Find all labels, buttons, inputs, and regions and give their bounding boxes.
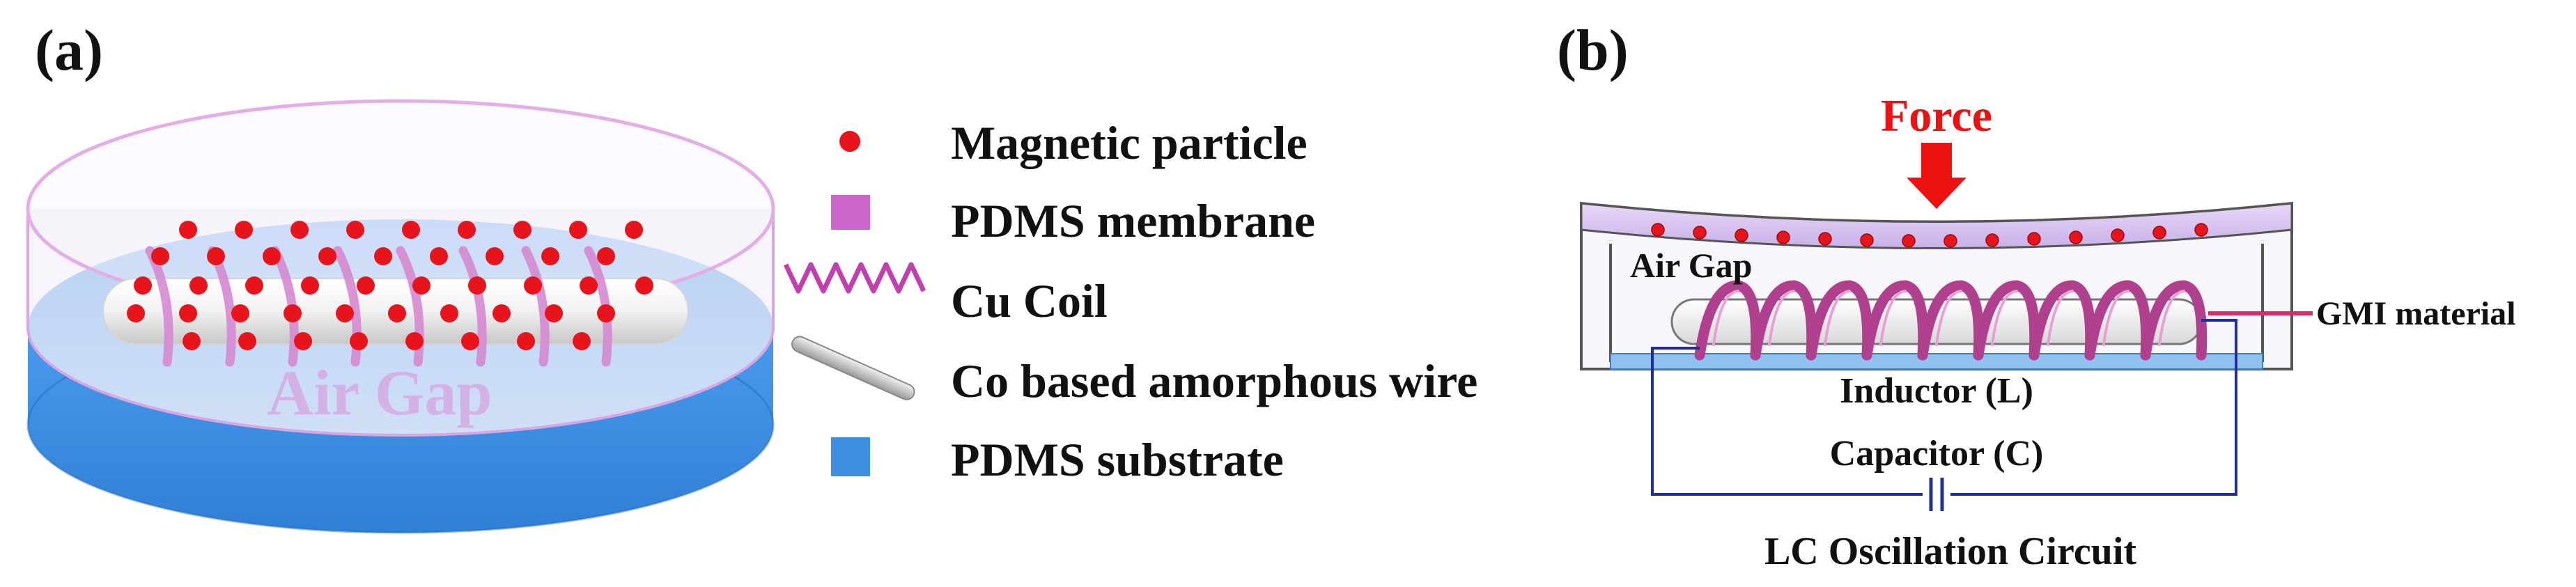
legend-label-pdms-membrane: PDMS membrane xyxy=(951,194,1315,247)
legend-label-magnetic-particle: Magnetic particle xyxy=(951,116,1308,169)
inductor-coil xyxy=(1694,280,2208,361)
legend-label-cu-coil: Cu Coil xyxy=(951,274,1108,327)
pdms-substrate-icon xyxy=(831,437,870,476)
lc-circuit-label: LC Oscillation Circuit xyxy=(1764,530,2136,573)
legend: Magnetic particle PDMS membrane Cu Coil … xyxy=(783,116,1477,486)
lc-circuit xyxy=(1651,319,2237,511)
pdms-membrane-icon xyxy=(831,195,870,230)
amorphous-wire-icon xyxy=(791,336,915,400)
pdms-substrate-base xyxy=(1610,353,2263,370)
cu-coil-icon xyxy=(783,262,926,294)
inductor-label: Inductor (L) xyxy=(1840,371,2033,411)
panel-b-label: (b) xyxy=(1557,18,1629,83)
petri-dish-illustration: Air Gap xyxy=(26,99,775,534)
air-gap-watermark: Air Gap xyxy=(267,357,492,428)
force-label: Force xyxy=(1881,91,1992,141)
legend-label-pdms-substrate: PDMS substrate xyxy=(951,433,1284,486)
membrane-magnetic-particles xyxy=(1651,223,2208,248)
sensor-cross-section xyxy=(1580,201,2293,370)
legend-label-amorphous-wire: Co based amorphous wire xyxy=(951,354,1477,407)
force-arrow-icon xyxy=(1907,143,1966,209)
circuit-wire-left xyxy=(1651,347,1923,496)
magnetic-particle-icon xyxy=(839,131,860,152)
gmi-material-label: GMI material xyxy=(2316,295,2516,332)
capacitor-label: Capacitor (C) xyxy=(1830,434,2044,473)
circuit-wire-right xyxy=(1950,319,2237,496)
inductor-coil-highlight xyxy=(1712,290,2185,346)
panel-a-label: (a) xyxy=(35,18,103,83)
air-gap-label: Air Gap xyxy=(1630,246,1753,285)
magnetic-particles xyxy=(127,221,653,350)
